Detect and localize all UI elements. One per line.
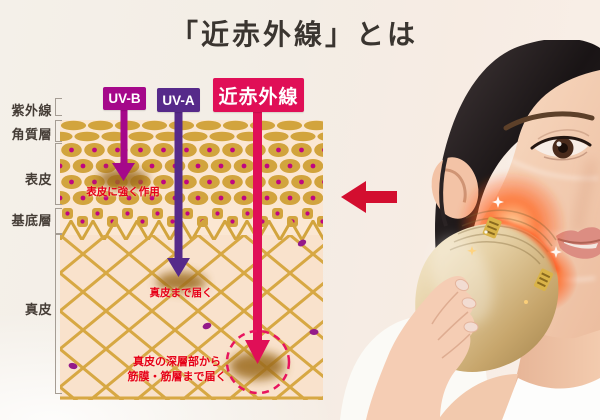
white-top bbox=[502, 378, 600, 420]
uva-annotation: 真皮まで届く bbox=[149, 287, 213, 299]
absorption-blurs bbox=[98, 168, 285, 380]
uvb-label-box: UV-B bbox=[103, 87, 146, 110]
device-electrode-2 bbox=[533, 268, 554, 291]
light-sparkles bbox=[467, 196, 562, 304]
nir-annotation: 真皮の深層部から 筋膜・筋層まで届く bbox=[118, 355, 236, 385]
layer-label-dermis: 真皮 bbox=[24, 302, 52, 317]
chest-skin bbox=[438, 374, 518, 420]
bracket-corneum bbox=[55, 120, 62, 142]
eye bbox=[530, 129, 592, 161]
uvb-annotation: 表皮に強く作用 bbox=[86, 186, 160, 198]
nir-annotation-line1: 真皮の深層部から bbox=[133, 356, 221, 368]
layer-label-basal: 基底層 bbox=[11, 213, 52, 228]
hand bbox=[350, 276, 479, 420]
device-electrode-1 bbox=[482, 216, 502, 239]
bracket-uv bbox=[55, 98, 62, 116]
skin-layer-diagram bbox=[60, 108, 323, 400]
deep-reach-dashed-circle bbox=[225, 329, 291, 395]
nir-label-box: 近赤外線 bbox=[213, 78, 304, 112]
layer-label-uv: 紫外線 bbox=[11, 103, 52, 118]
nir-arrow bbox=[245, 110, 270, 364]
nir-annotation-line2: 筋膜・筋層まで届く bbox=[127, 371, 227, 383]
layer-label-epidermis: 表皮 bbox=[24, 172, 52, 187]
model-photo bbox=[340, 40, 600, 420]
bracket-dermis bbox=[55, 234, 62, 394]
bracket-epidermis bbox=[55, 143, 62, 205]
uvb-arrow bbox=[112, 108, 135, 181]
bracket-basal bbox=[55, 208, 62, 234]
eyebrow bbox=[503, 111, 595, 131]
uva-label-box: UV-A bbox=[157, 88, 200, 112]
layer-label-corneum: 角質層 bbox=[11, 127, 52, 142]
fingernails bbox=[454, 278, 479, 333]
corneum-cells bbox=[60, 120, 323, 142]
dermis-dots bbox=[68, 239, 319, 370]
finger-lines bbox=[431, 291, 471, 359]
hair-wisp bbox=[439, 155, 448, 227]
page-title: 「近赤外線」とは bbox=[169, 20, 418, 51]
uva-arrow bbox=[167, 110, 190, 277]
red-left-arrow-icon bbox=[341, 181, 397, 213]
